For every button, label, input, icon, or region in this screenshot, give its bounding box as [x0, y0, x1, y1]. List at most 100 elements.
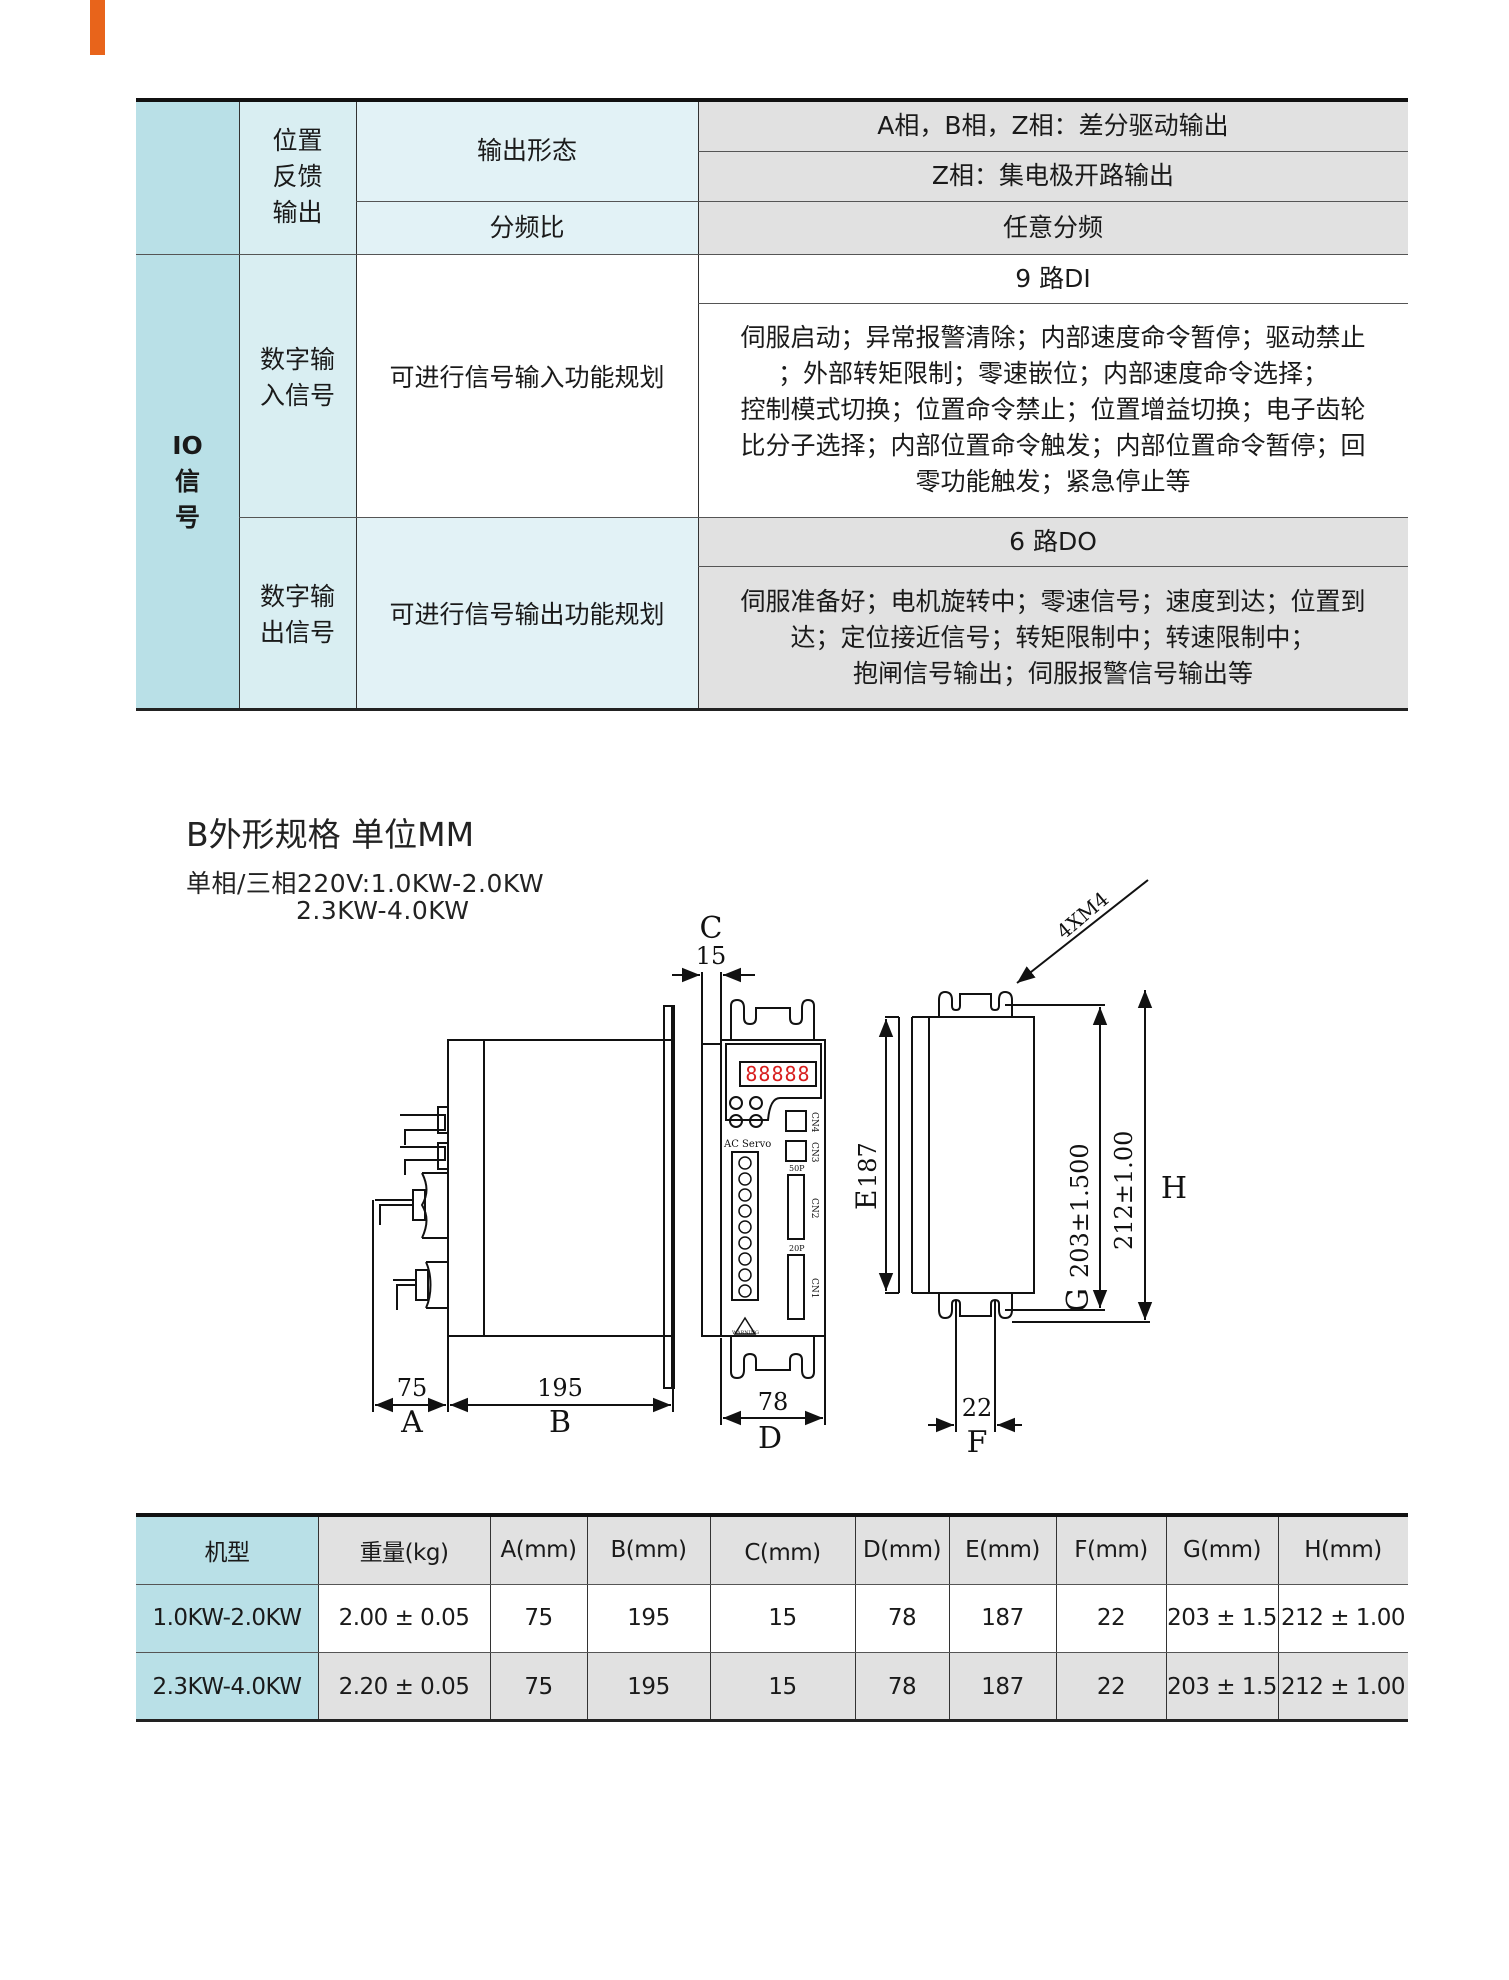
dim-h-value: 212±1.00	[1110, 1131, 1138, 1250]
table-top-rule	[136, 1513, 1408, 1517]
table-cell: 22	[1056, 1584, 1166, 1652]
group-label-line: 位置	[272, 126, 323, 155]
digital-output-function: 可进行信号输出功能规划	[389, 600, 665, 629]
table-header-cell: H(mm)	[1278, 1515, 1408, 1584]
table-cell: 75	[490, 1652, 587, 1721]
output-form-label: 输出形态	[476, 135, 577, 165]
dim-a-value: 75	[397, 1374, 428, 1402]
division-label-cell: 分频比	[356, 201, 698, 254]
digital-output-label-line: 出信号	[259, 618, 335, 647]
do-description-line: 伺服准备好；电机旋转中；零速信号；速度到达；位置到	[740, 587, 1366, 616]
side-body	[447, 1039, 675, 1337]
table-divider	[136, 1584, 1408, 1585]
table-cell: 212 ± 1.00	[1278, 1652, 1408, 1721]
dim-f-value: 22	[962, 1394, 993, 1422]
table-cell: 212 ± 1.00	[1278, 1584, 1408, 1652]
table-divider	[318, 1515, 319, 1721]
table-divider	[356, 201, 1408, 202]
io-category-cell: IO 信 号	[136, 254, 239, 710]
table-top-rule	[136, 98, 1408, 102]
do-description-line: 抱闸信号输出；伺服报警信号输出等	[852, 659, 1253, 688]
table-cell: 187	[949, 1584, 1056, 1652]
cn1-label: CN1	[809, 1278, 819, 1299]
table-cell: 203 ± 1.5	[1166, 1584, 1278, 1652]
io-spec-table: IO 信 号 位置 反馈 输出 输出形态 分频比 A相，B相，Z相：差分驱动输出…	[136, 98, 1408, 711]
output-form-value-cell: Z相：集电极开路输出	[698, 151, 1408, 201]
dim-e-label: E	[850, 1190, 883, 1210]
di-description-line: 伺服启动；异常报警清除；内部速度命令暂停；驱动禁止	[740, 323, 1366, 352]
dim-b-label: B	[549, 1405, 571, 1440]
table-divider	[136, 1652, 1408, 1653]
side-view	[372, 1005, 675, 1413]
table-header-cell: 机型	[136, 1515, 318, 1584]
table-cell: 2.20 ± 0.05	[318, 1652, 490, 1721]
dim-f-label: F	[967, 1425, 988, 1460]
table-cell: 187	[949, 1652, 1056, 1721]
table-cell: 195	[587, 1584, 710, 1652]
table-cell: 22	[1056, 1652, 1166, 1721]
io-category-label: IO	[172, 431, 203, 460]
table-cell: 195	[587, 1652, 710, 1721]
table-divider	[949, 1515, 950, 1721]
dimension-table: 机型重量(kg)A(mm)B(mm)C(mm)D(mm)E(mm)F(mm)G(…	[136, 1513, 1408, 1722]
di-count-cell: 9 路DI	[698, 254, 1408, 303]
cn1-pins: 20P	[789, 1244, 805, 1253]
dim-h-label: H	[1161, 1171, 1187, 1206]
digital-input-label-cell: 数字输 入信号	[239, 254, 356, 517]
di-description-line: ；外部转矩限制；零速嵌位；内部速度命令选择；	[777, 359, 1328, 388]
table-header-cell: E(mm)	[949, 1515, 1056, 1584]
table-cell: 15	[710, 1584, 855, 1652]
warning-label: WARNING	[732, 1330, 759, 1336]
dim-b-value: 195	[537, 1374, 583, 1402]
table-divider	[239, 517, 1408, 518]
table-cell: 203 ± 1.5	[1166, 1652, 1278, 1721]
dim-d-value: 78	[758, 1388, 789, 1416]
screw-spec: 4XM4	[1052, 887, 1114, 944]
digital-input-label-line: 入信号	[259, 381, 335, 410]
drive-body	[720, 1039, 826, 1337]
group-label-line: 反馈	[272, 162, 323, 191]
back-view	[878, 879, 1153, 1433]
table-divider	[710, 1515, 711, 1721]
do-description-cell: 伺服准备好；电机旋转中；零速信号；速度到达；位置到 达；定位接近信号；转矩限制中…	[698, 566, 1408, 710]
position-feedback-label-cell: 位置 反馈 输出	[239, 100, 356, 254]
digital-output-label-line: 数字输	[259, 582, 335, 611]
division-label: 分频比	[489, 212, 565, 242]
section-title: B外形规格 单位MM	[186, 815, 475, 854]
dim-e-value: 187	[854, 1142, 882, 1188]
table-divider	[698, 151, 1408, 152]
accent-bar	[90, 0, 105, 55]
di-description-line: 控制模式切换；位置命令禁止；位置增益切换；电子齿轮	[740, 395, 1366, 424]
table-header-cell: A(mm)	[490, 1515, 587, 1584]
table-cell: 1.0KW-2.0KW	[136, 1584, 318, 1652]
table-divider	[239, 100, 240, 710]
dim-a-label: A	[400, 1405, 423, 1440]
table-divider	[855, 1515, 856, 1721]
table-header-cell: G(mm)	[1166, 1515, 1278, 1584]
table-cell: 2.00 ± 0.05	[318, 1584, 490, 1652]
table-cell: 78	[855, 1652, 949, 1721]
digital-input-function: 可进行信号输入功能规划	[389, 363, 665, 392]
brand-text: AC Servo	[723, 1139, 771, 1150]
table-cell: 75	[490, 1584, 587, 1652]
group-label-line: 输出	[272, 198, 323, 227]
table-divider	[698, 566, 1408, 567]
section-subtitle: 单相/三相220V:1.0KW-2.0KW	[186, 869, 545, 898]
di-description-line: 比分子选择；内部位置命令触发；内部位置命令暂停；回	[740, 431, 1366, 460]
table-header-cell: D(mm)	[855, 1515, 949, 1584]
table-header-cell: 重量(kg)	[318, 1515, 490, 1584]
table-bottom-rule	[136, 708, 1408, 711]
digital-output-label-cell: 数字输 出信号	[239, 517, 356, 710]
di-description-line: 零功能触发；紧急停止等	[915, 467, 1191, 496]
table-header-cell: C(mm)	[710, 1515, 855, 1584]
output-form-value: Z相：集电极开路输出	[931, 161, 1175, 190]
table-divider	[356, 100, 357, 710]
table-divider	[698, 100, 699, 710]
dim-g-label: G	[1061, 1288, 1096, 1312]
dim-g-value: 203±1.500	[1066, 1143, 1094, 1278]
display-readout: 88888	[745, 1062, 810, 1086]
table-cell: 2.3KW-4.0KW	[136, 1652, 318, 1721]
di-description-cell: 伺服启动；异常报警清除；内部速度命令暂停；驱动禁止 ；外部转矩限制；零速嵌位；内…	[698, 303, 1408, 517]
table-bottom-rule	[136, 1719, 1408, 1722]
output-form-value: A相，B相，Z相：差分驱动输出	[877, 110, 1229, 140]
